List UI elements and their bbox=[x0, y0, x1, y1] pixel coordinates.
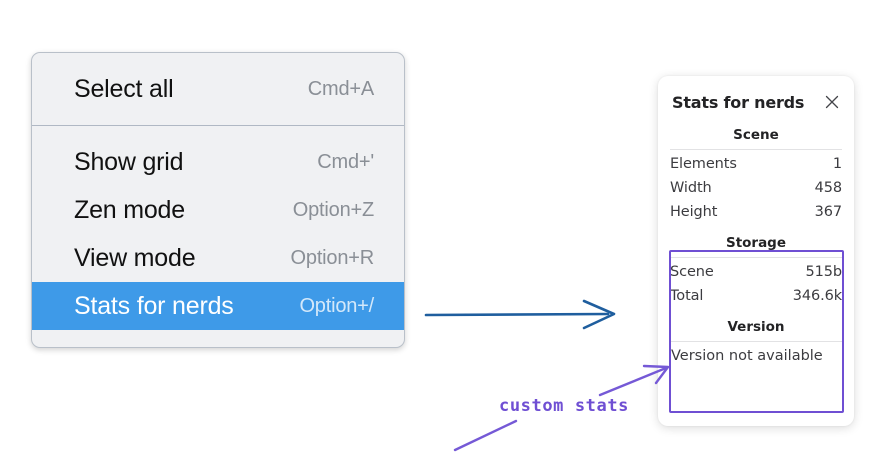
stats-for-nerds-panel: Stats for nerds Scene Elements 1 Width 4… bbox=[658, 76, 854, 426]
stat-value: 458 bbox=[814, 180, 842, 196]
stat-row-storage-scene: Scene 515b bbox=[670, 260, 842, 284]
close-icon[interactable] bbox=[823, 93, 841, 111]
stat-key: Total bbox=[670, 288, 704, 304]
stat-value: 1 bbox=[832, 156, 842, 172]
menu-item-label: Stats for nerds bbox=[74, 291, 234, 320]
section-divider bbox=[670, 257, 842, 258]
stat-row-storage-total: Total 346.6k bbox=[670, 284, 842, 308]
menu-group-2: Show grid Cmd+' Zen mode Option+Z View m… bbox=[32, 126, 404, 340]
stat-value: 367 bbox=[814, 204, 842, 220]
stats-panel-body: Scene Elements 1 Width 458 Height 367 St… bbox=[658, 116, 854, 368]
stat-value: 515b bbox=[805, 264, 843, 280]
menu-item-select-all[interactable]: Select all Cmd+A bbox=[32, 65, 404, 113]
menu-item-label: Zen mode bbox=[74, 195, 185, 224]
page-title: Stats for nerds bbox=[672, 92, 805, 112]
stat-key: Width bbox=[670, 180, 712, 196]
menu-item-view-mode[interactable]: View mode Option+R bbox=[32, 234, 404, 282]
menu-item-label: View mode bbox=[74, 243, 196, 272]
menu-item-show-grid[interactable]: Show grid Cmd+' bbox=[32, 138, 404, 186]
menu-item-shortcut: Option+Z bbox=[292, 198, 374, 221]
stat-key: Scene bbox=[670, 264, 714, 280]
menu-item-shortcut: Option+R bbox=[290, 246, 375, 269]
section-title-scene: Scene bbox=[733, 127, 779, 143]
menu-group-1: Select all Cmd+A bbox=[32, 53, 404, 125]
menu-item-shortcut: Option+/ bbox=[299, 294, 374, 317]
stat-key: Height bbox=[670, 204, 718, 220]
menu-item-zen-mode[interactable]: Zen mode Option+Z bbox=[32, 186, 404, 234]
stats-panel-header: Stats for nerds bbox=[658, 88, 854, 116]
menu-item-label: Select all bbox=[74, 74, 174, 103]
version-value: Version not available bbox=[671, 348, 823, 364]
section-title-storage: Storage bbox=[725, 235, 787, 251]
menu-item-label: Show grid bbox=[74, 147, 184, 176]
stat-value: 346.6k bbox=[792, 288, 842, 304]
blue-arrow-annotation bbox=[424, 299, 616, 330]
stat-row-elements: Elements 1 bbox=[670, 152, 842, 176]
menu-item-shortcut: Cmd+A bbox=[307, 77, 374, 100]
menu-item-stats-for-nerds[interactable]: Stats for nerds Option+/ bbox=[32, 282, 404, 330]
section-title-version: Version bbox=[727, 319, 785, 335]
section-divider bbox=[670, 149, 842, 150]
stat-key: Elements bbox=[670, 156, 737, 172]
custom-stats-annotation-label: custom stats bbox=[499, 396, 630, 416]
context-menu[interactable]: Select all Cmd+A Show grid Cmd+' Zen mod… bbox=[31, 52, 405, 348]
section-divider bbox=[670, 341, 842, 342]
menu-separator bbox=[32, 125, 404, 126]
stat-row-height: Height 367 bbox=[670, 200, 842, 224]
menu-item-shortcut: Cmd+' bbox=[317, 150, 374, 173]
purple-arrow-tail bbox=[453, 419, 518, 452]
stat-row-width: Width 458 bbox=[670, 176, 842, 200]
